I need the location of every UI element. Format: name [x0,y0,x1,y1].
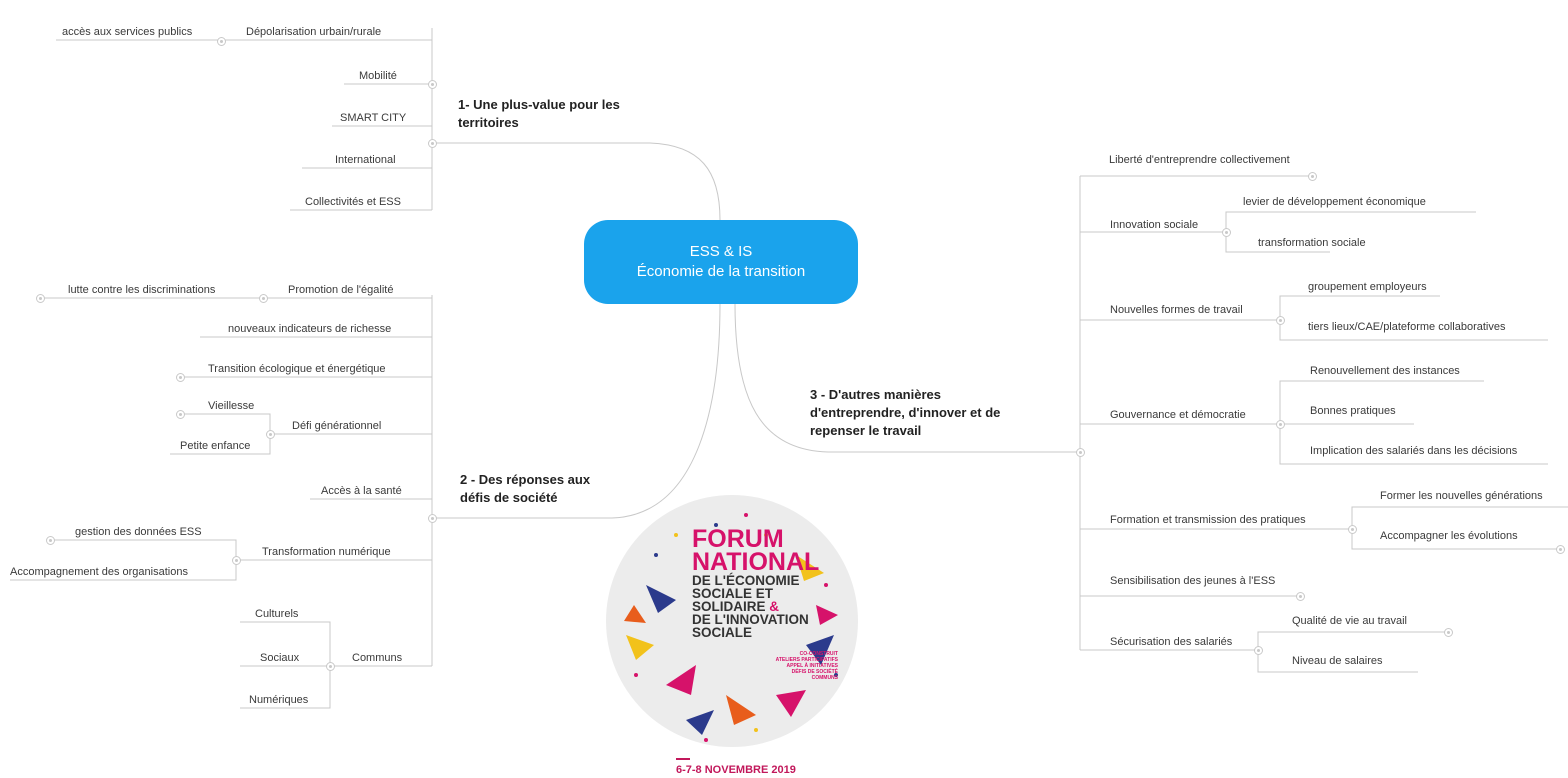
collapse-toggle[interactable] [1254,646,1263,655]
node-sociaux[interactable]: Sociaux [260,652,300,664]
node-qualite-vie-travail[interactable]: Qualité de vie au travail [1292,615,1407,627]
collapse-toggle[interactable] [1276,316,1285,325]
collapse-toggle[interactable] [1276,420,1285,429]
tagline-line-3: APPEL À INITIATIVES [786,663,839,669]
tagline-line-1: CO-CONSTRUIT [799,651,838,657]
node-defi-generationnel[interactable]: Défi générationnel [292,420,382,432]
node-niveau-salaires[interactable]: Niveau de salaires [1292,655,1383,667]
node-gestion-donnees[interactable]: gestion des données ESS [75,526,202,538]
branch-1-line2: territoires [458,115,519,130]
collapse-toggle[interactable] [1222,228,1231,237]
node-indicateurs-richesse[interactable]: nouveaux indicateurs de richesse [228,323,392,335]
collapse-toggle[interactable] [1296,592,1305,601]
confetti-decoration [624,513,838,742]
node-international[interactable]: International [335,154,396,166]
node-gouvernance-democratie[interactable]: Gouvernance et démocratie [1110,409,1246,421]
central-topic-title: ESS & IS [689,243,753,260]
tagline-line-2: ATELIERS PARTICIPATIFS [775,657,838,663]
node-renouvellement-instances[interactable]: Renouvellement des instances [1310,365,1460,377]
node-formation-transmission[interactable]: Formation et transmission des pratiques [1110,514,1306,526]
central-topic-subtitle: Économie de la transition [636,263,806,280]
node-transformation-sociale[interactable]: transformation sociale [1258,237,1366,249]
branch-3-line3: repenser le travail [810,423,922,438]
collapse-toggle[interactable] [326,662,335,671]
node-implication-salaries[interactable]: Implication des salariés dans les décisi… [1310,445,1518,457]
branch-3-title[interactable]: 3 - D'autres manières d'entreprendre, d'… [810,386,1000,440]
collapse-toggle[interactable] [1444,628,1453,637]
branch-3-line2: d'entreprendre, d'innover et de [810,405,1001,420]
node-groupement-employeurs[interactable]: groupement employeurs [1308,281,1427,293]
node-promotion-egalite[interactable]: Promotion de l'égalité [288,284,394,296]
node-transition-ecologique[interactable]: Transition écologique et énergétique [208,363,386,375]
node-levier-developpement[interactable]: levier de développement économique [1243,196,1426,208]
collapse-toggle[interactable] [1308,172,1317,181]
collapse-toggle[interactable] [1556,545,1565,554]
node-acces-sante[interactable]: Accès à la santé [321,485,402,497]
de-l-economie: DE L'ÉCONOMIE [692,573,800,588]
node-accompagner-evolutions[interactable]: Accompagner les évolutions [1380,530,1518,542]
node-acces-services-publics[interactable]: accès aux services publics [62,26,193,38]
node-collectivites[interactable]: Collectivités et ESS [305,196,401,208]
node-tiers-lieux[interactable]: tiers lieux/CAE/plateforme collaborative… [1308,321,1506,333]
tagline-line-5: COMMUNS [811,675,838,681]
forum-logo-text: FORUM NATIONAL DE L'ÉCONOMIE SOCIALE ET … [692,525,820,640]
collapse-toggle[interactable] [176,373,185,382]
node-former-generations[interactable]: Former les nouvelles générations [1380,490,1543,502]
branch-1-line1: 1- Une plus-value pour les [458,97,620,112]
node-nouvelles-formes-travail[interactable]: Nouvelles formes de travail [1110,304,1243,316]
node-mobilite[interactable]: Mobilité [359,70,397,82]
node-securisation-salaries[interactable]: Sécurisation des salariés [1110,636,1233,648]
node-bonnes-pratiques[interactable]: Bonnes pratiques [1310,405,1396,417]
collapse-toggle[interactable] [259,294,268,303]
collapse-toggle[interactable] [176,410,185,419]
collapse-toggle[interactable] [46,536,55,545]
national-word: NATIONAL [692,548,820,576]
collapse-toggle[interactable] [428,514,437,523]
forum-word: FORUM [692,525,784,553]
forum-tagline: CO-CONSTRUIT ATELIERS PARTICIPATIFS APPE… [758,651,838,681]
node-depolarisation[interactable]: Dépolarisation urbain/rurale [246,26,382,38]
solidaire-word: SOLIDAIRE [692,599,766,614]
node-culturels[interactable]: Culturels [255,608,299,620]
branch-3-line1: 3 - D'autres manières [810,387,941,402]
node-sensibilisation-jeunes[interactable]: Sensibilisation des jeunes à l'ESS [1110,575,1276,587]
node-vieillesse[interactable]: Vieillesse [208,400,255,412]
node-communs[interactable]: Communs [352,652,403,664]
branch-1-title[interactable]: 1- Une plus-value pour les territoires [458,96,620,132]
collapse-toggle[interactable] [232,556,241,565]
branch-2-line1: 2 - Des réponses aux [460,472,591,487]
sociale-et: SOCIALE ET [692,586,774,601]
collapse-toggle[interactable] [36,294,45,303]
collapse-toggle[interactable] [1076,448,1085,457]
node-numeriques[interactable]: Numériques [249,694,309,706]
branch-2-title[interactable]: 2 - Des réponses aux défis de société [460,471,590,507]
date-accent-bar [676,758,690,760]
tagline-line-4: DÉFIS DE SOCIÉTÉ [791,669,838,675]
ampersand: & [769,599,780,614]
node-smart-city[interactable]: SMART CITY [340,112,407,124]
node-liberte-entreprendre[interactable]: Liberté d'entreprendre collectivement [1109,154,1290,166]
collapse-toggle[interactable] [1348,525,1357,534]
node-lutte-discriminations[interactable]: lutte contre les discriminations [68,284,216,296]
node-innovation-sociale[interactable]: Innovation sociale [1110,219,1199,231]
node-petite-enfance[interactable]: Petite enfance [180,440,251,452]
node-accompagnement-organisations[interactable]: Accompagnement des organisations [10,566,188,578]
collapse-toggle[interactable] [428,139,437,148]
solidaire-line: SOLIDAIRE & [692,599,819,614]
branch-2-line2: défis de société [460,490,558,505]
collapse-toggle[interactable] [217,37,226,46]
forum-logo [606,495,858,747]
sociale-word: SOCIALE [692,625,753,640]
forum-date: 6-7-8 NOVEMBRE 2019 [676,764,796,776]
central-topic[interactable]: ESS & IS Économie de la transition [584,220,858,304]
node-transformation-numerique[interactable]: Transformation numérique [262,546,391,558]
collapse-toggle[interactable] [266,430,275,439]
collapse-toggle[interactable] [428,80,437,89]
de-l-innovation: DE L'INNOVATION [692,612,809,627]
